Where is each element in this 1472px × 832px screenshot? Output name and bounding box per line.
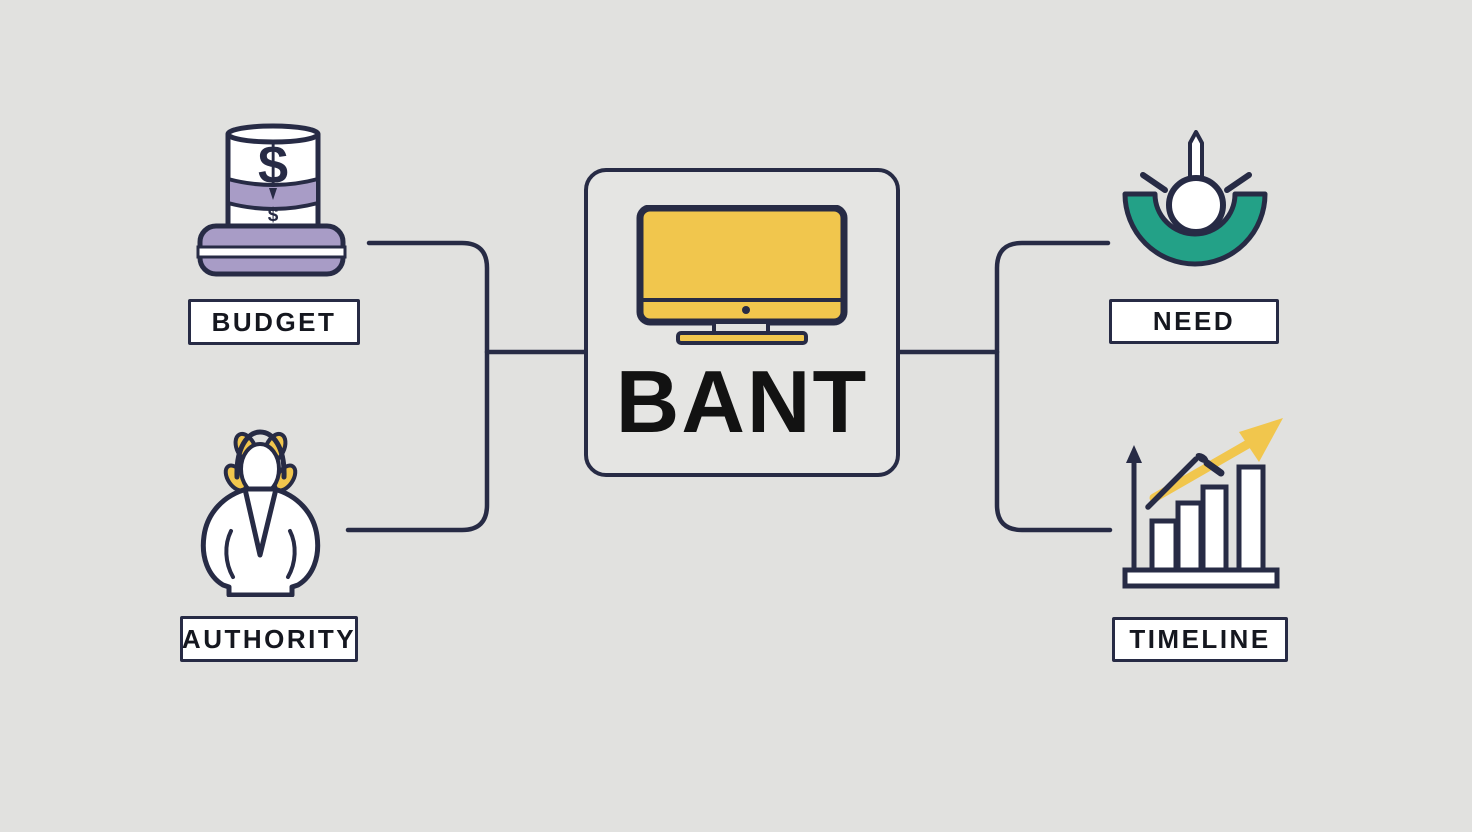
monitor-base	[676, 331, 808, 345]
trend-line-dash	[1203, 459, 1225, 477]
authority-label-box: AUTHORITY	[180, 616, 358, 662]
monitor-camera-dot	[742, 306, 750, 314]
chart-base	[1122, 567, 1280, 589]
center-node: BANT	[584, 168, 900, 477]
gauge-icon	[1122, 130, 1268, 267]
growth-chart-icon	[1122, 418, 1283, 589]
gauge-hub	[1166, 175, 1226, 235]
dollar-sign-large: $	[258, 135, 288, 195]
person-left-arm-line	[224, 529, 235, 579]
gauge-tick-left	[1140, 172, 1168, 193]
person-vneck	[242, 488, 279, 558]
budget-label-box: BUDGET	[188, 299, 360, 345]
chart-axis-arrowhead	[1126, 445, 1142, 463]
gauge-arc	[1122, 191, 1268, 267]
person-right-arm-line	[286, 529, 297, 579]
band-mark	[269, 188, 277, 200]
gauge-needle	[1188, 130, 1204, 180]
monitor-screen	[636, 205, 848, 326]
gauge-tick-right	[1224, 172, 1252, 193]
center-label: BANT	[615, 352, 869, 451]
person-icon	[200, 429, 321, 597]
trend-line	[1145, 456, 1199, 510]
need-label-box: NEED	[1109, 299, 1279, 344]
coin-stack-top	[225, 123, 321, 145]
timeline-label-box: TIMELINE	[1112, 617, 1288, 662]
money-base-stripe	[196, 245, 347, 259]
chart-bars	[1149, 464, 1266, 573]
trend-arrow-head	[1239, 418, 1283, 462]
desktop-monitor-icon	[636, 205, 848, 345]
dollar-sign-small: $	[268, 205, 279, 226]
connector-left-branch	[345, 240, 490, 533]
person-body	[200, 486, 321, 597]
money-stack-icon: $ $	[196, 123, 347, 277]
connector-right-branch	[994, 240, 1113, 533]
